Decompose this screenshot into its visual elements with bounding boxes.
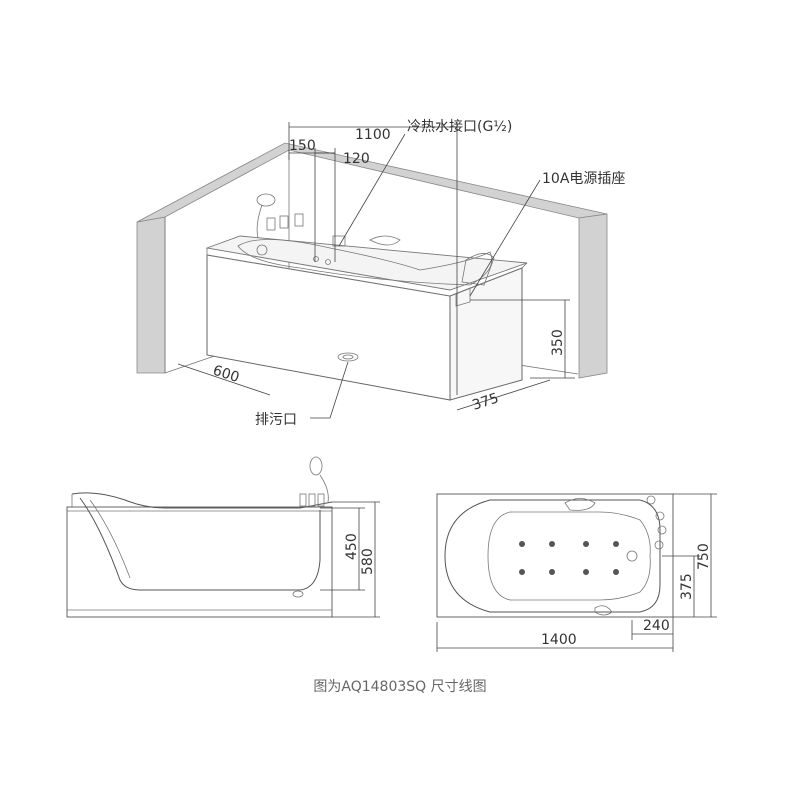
dim-375-depth: 375 [470, 390, 500, 413]
plan-view [436, 493, 717, 652]
dim-120: 120 [343, 151, 370, 167]
water-inlet-label: 冷热水接口(G½) [407, 118, 512, 135]
dim-350: 350 [550, 329, 566, 356]
dim-150: 150 [289, 138, 316, 154]
isometric-view: 1100 150 120 冷热水接口(G½) 10A电源插座 350 600 3… [136, 118, 625, 428]
jet-nozzles [519, 541, 619, 575]
side-view [66, 456, 380, 618]
dim-1100: 1100 [355, 127, 391, 143]
dim-350-lines [470, 299, 575, 379]
power-socket-leader [469, 179, 541, 297]
drain-label: 排污口 [255, 412, 297, 428]
dim-600-line [177, 363, 271, 396]
dim-1400: 1400 [541, 632, 577, 648]
dim-375-line [456, 379, 551, 411]
right-wall [578, 213, 608, 379]
drain-leader [310, 361, 349, 419]
drawing-caption: 图为AQ14803SQ 尺寸线图 [313, 679, 487, 695]
power-socket-label: 10A电源插座 [542, 171, 625, 187]
dim-580: 580 [360, 548, 376, 575]
top-dimension-lines [288, 122, 458, 395]
dim-750: 750 [696, 543, 712, 570]
water-inlet-leader [338, 133, 406, 247]
dim-450: 450 [344, 533, 360, 560]
back-wall-top [136, 142, 608, 223]
left-wall [136, 216, 166, 374]
dim-375-plan: 375 [679, 573, 695, 600]
dim-240: 240 [643, 618, 670, 634]
dim-600: 600 [211, 363, 241, 386]
bathtub-3d [205, 193, 528, 401]
